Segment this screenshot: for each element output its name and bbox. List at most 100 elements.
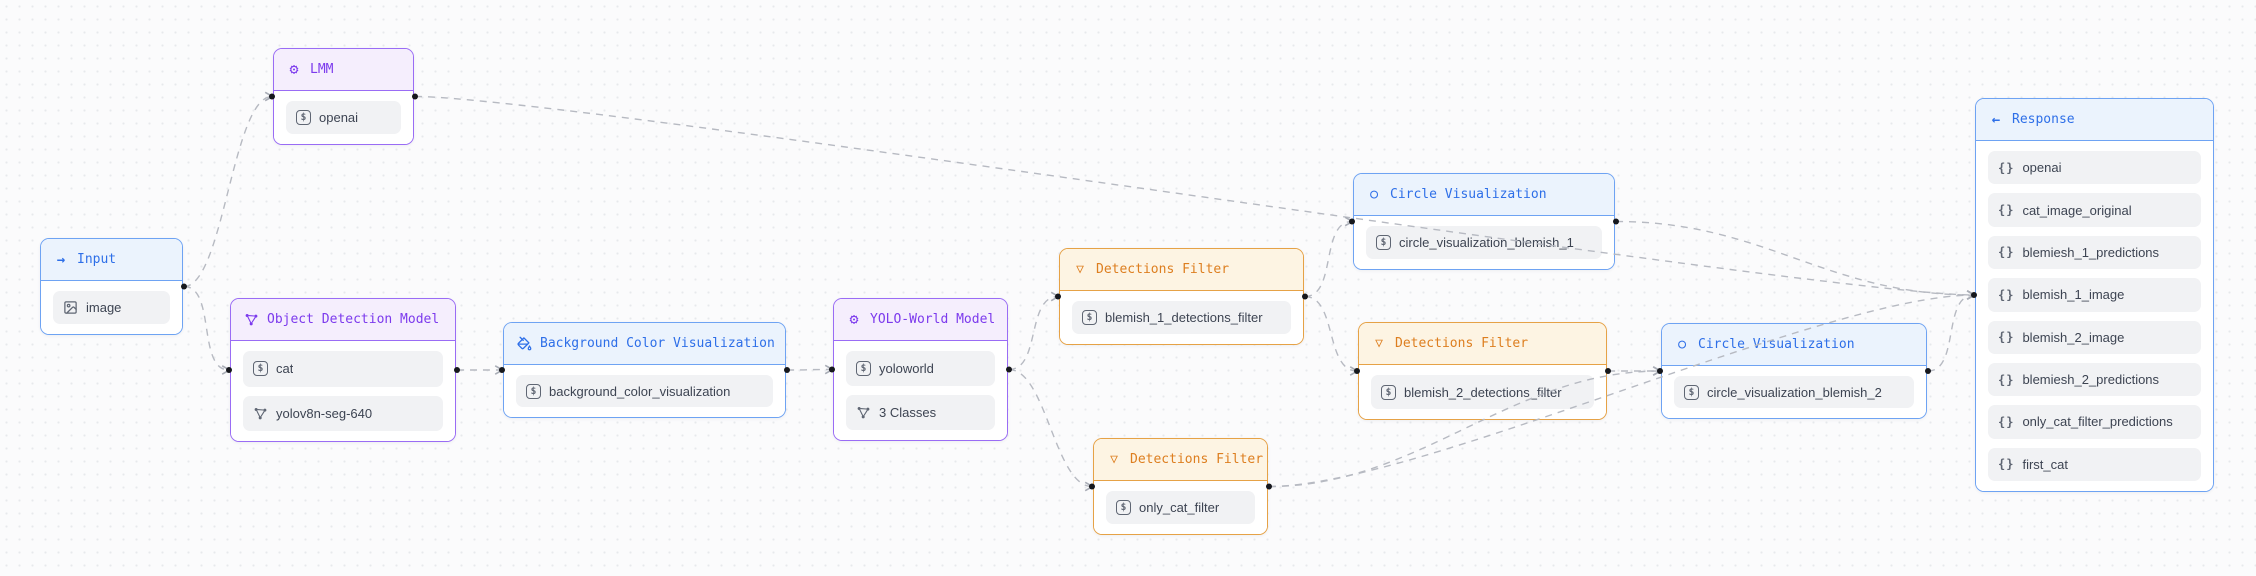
input-handle-background-color-visualization[interactable] — [499, 367, 505, 373]
edge-detections-filter-1-to-circle-visualization-1 — [1304, 216, 1355, 298]
output-handle-yolo-world-model[interactable] — [1006, 366, 1012, 373]
node-object-detection-model[interactable]: Object Detection Model $ cat yolov8n-seg… — [230, 298, 456, 442]
input-handle-object-detection-model[interactable] — [226, 367, 232, 373]
node-response-header: ← Response — [1976, 99, 2213, 141]
response-output[interactable]: {} only_cat_filter_predictions — [1988, 405, 2201, 439]
response-output[interactable]: {} first_cat — [1988, 447, 2201, 481]
response-output[interactable]: {} blemiesh_2_predictions — [1988, 362, 2201, 397]
node-df1-header: ▽ Detections Filter — [1060, 249, 1303, 291]
output-handle-circle-visualization-2[interactable] — [1925, 368, 1931, 374]
node-odm-header: Object Detection Model — [231, 299, 455, 341]
node-field[interactable]: $ blemish_1_detections_filter — [1072, 301, 1291, 334]
edge-yolo-world-model-to-detections-filter-3 — [1008, 368, 1095, 492]
input-handle-detections-filter-1[interactable] — [1055, 293, 1061, 300]
response-output[interactable]: {} cat_image_original — [1988, 193, 2201, 227]
node-detections-filter-3[interactable]: ▽ Detections Filter $ only_cat_filter — [1093, 438, 1268, 535]
edge-detections-filter-1-to-detections-filter-2 — [1304, 295, 1360, 376]
node-title: Background Color Visualization — [540, 336, 775, 351]
field-label: yolov8n-seg-640 — [276, 405, 373, 421]
node-ywm-header: ⚙ YOLO-World Model — [834, 299, 1007, 341]
output-handle-detections-filter-2[interactable] — [1605, 368, 1611, 374]
output-label: blemiesh_2_predictions — [2022, 372, 2160, 388]
input-handle-circle-visualization-1[interactable] — [1349, 218, 1355, 225]
braces-icon: {} — [1998, 160, 2015, 175]
edge-input-to-object-detection-model — [183, 285, 232, 375]
response-output[interactable]: {} blemish_2_image — [1988, 320, 2201, 354]
braces-icon: {} — [1998, 330, 2015, 345]
output-handle-lmm[interactable] — [412, 93, 418, 100]
node-df3-body: $ only_cat_filter — [1094, 481, 1267, 534]
input-handle-circle-visualization-2[interactable] — [1657, 368, 1663, 374]
output-label: blemiesh_1_predictions — [2022, 244, 2160, 260]
node-input-body: image — [41, 281, 182, 334]
node-cv2-header: ○ Circle Visualization — [1662, 324, 1926, 366]
gear-icon: ⚙ — [289, 60, 299, 78]
node-field[interactable]: image — [53, 291, 170, 324]
node-field[interactable]: $ background_color_visualization — [516, 375, 773, 407]
output-handle-object-detection-model[interactable] — [454, 367, 460, 373]
node-cv2-body: $ circle_visualization_blemish_2 — [1662, 366, 1926, 418]
node-response[interactable]: ← Response {} openai {} cat_image_origin… — [1975, 98, 2214, 492]
node-field[interactable]: yolov8n-seg-640 — [243, 395, 443, 431]
string-icon: $ — [1381, 384, 1396, 400]
field-label: only_cat_filter — [1139, 500, 1220, 515]
string-icon: $ — [1684, 384, 1699, 400]
image-icon — [63, 300, 78, 315]
string-icon: $ — [856, 361, 871, 376]
node-field[interactable]: $ openai — [286, 101, 401, 134]
input-handle-detections-filter-2[interactable] — [1354, 368, 1360, 374]
node-detections-filter-1[interactable]: ▽ Detections Filter $ blemish_1_detectio… — [1059, 248, 1304, 345]
paint-bucket-icon — [516, 336, 532, 352]
output-handle-circle-visualization-1[interactable] — [1613, 218, 1619, 225]
field-label: yoloworld — [879, 361, 934, 376]
node-title: Response — [2012, 112, 2075, 127]
node-title: Detections Filter — [1130, 452, 1264, 467]
node-odm-body: $ cat yolov8n-seg-640 — [231, 341, 455, 441]
node-circle-visualization-2[interactable]: ○ Circle Visualization $ circle_visualiz… — [1661, 323, 1927, 419]
braces-icon: {} — [1998, 372, 2015, 387]
input-handle-yolo-world-model[interactable] — [829, 366, 835, 373]
node-field[interactable]: $ circle_visualization_blemish_1 — [1366, 226, 1602, 259]
response-output[interactable]: {} blemish_1_image — [1988, 278, 2201, 312]
node-title: Circle Visualization — [1390, 187, 1547, 202]
node-field[interactable]: $ blemish_2_detections_filter — [1371, 375, 1594, 409]
node-field[interactable]: $ only_cat_filter — [1106, 491, 1255, 524]
network-icon — [856, 405, 871, 420]
edge-circle-visualization-2-to-response — [1927, 290, 1977, 372]
response-output[interactable]: {} blemiesh_1_predictions — [1988, 235, 2201, 270]
output-handle-input[interactable] — [181, 283, 187, 290]
node-yolo-world-model[interactable]: ⚙ YOLO-World Model $ yoloworld 3 Classes — [833, 298, 1008, 441]
input-handle-lmm[interactable] — [269, 93, 275, 100]
edge-yolo-world-model-to-detections-filter-1 — [1008, 291, 1061, 371]
node-field[interactable]: $ cat — [243, 351, 443, 387]
network-icon — [253, 406, 268, 421]
output-handle-detections-filter-3[interactable] — [1266, 483, 1272, 490]
input-handle-response[interactable] — [1971, 292, 1977, 298]
node-title: Object Detection Model — [267, 312, 440, 327]
output-label: cat_image_original — [2022, 202, 2132, 218]
string-icon: $ — [1082, 310, 1097, 325]
braces-icon: {} — [1998, 245, 2015, 260]
node-title: Detections Filter — [1096, 262, 1230, 277]
output-handle-detections-filter-1[interactable] — [1302, 293, 1308, 300]
string-icon: $ — [253, 361, 268, 377]
output-label: only_cat_filter_predictions — [2022, 414, 2173, 430]
node-field[interactable]: $ yoloworld — [846, 351, 995, 386]
node-detections-filter-2[interactable]: ▽ Detections Filter $ blemish_2_detectio… — [1358, 322, 1607, 420]
node-lmm[interactable]: ⚙ LMM $ openai — [273, 48, 414, 145]
node-field[interactable]: $ circle_visualization_blemish_2 — [1674, 376, 1914, 408]
filter-icon: ▽ — [1110, 452, 1118, 467]
node-circle-visualization-1[interactable]: ○ Circle Visualization $ circle_visualiz… — [1353, 173, 1615, 270]
gear-icon: ⚙ — [849, 310, 859, 328]
input-handle-detections-filter-3[interactable] — [1089, 483, 1095, 490]
node-background-color-visualization[interactable]: Background Color Visualization $ backgro… — [503, 322, 786, 418]
node-df3-header: ▽ Detections Filter — [1094, 439, 1267, 481]
output-handle-background-color-visualization[interactable] — [784, 367, 790, 373]
node-bcv-body: $ background_color_visualization — [504, 365, 785, 417]
node-input[interactable]: → Input image — [40, 238, 183, 335]
node-ywm-body: $ yoloworld 3 Classes — [834, 341, 1007, 440]
response-output[interactable]: {} openai — [1988, 151, 2201, 185]
node-field[interactable]: 3 Classes — [846, 395, 995, 430]
string-icon: $ — [1376, 235, 1391, 250]
